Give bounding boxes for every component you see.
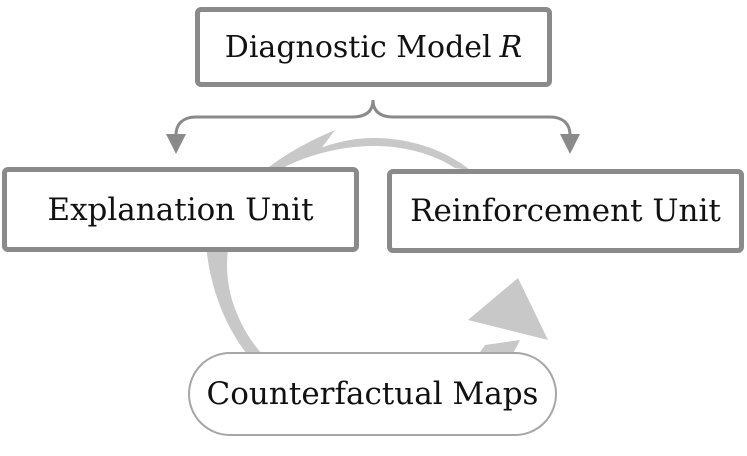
reinforcement-unit-node: Reinforcement Unit bbox=[387, 169, 744, 253]
explanation-unit-label: Explanation Unit bbox=[47, 191, 314, 228]
brace-left-arrowhead bbox=[166, 134, 186, 154]
diagnostic-model-symbol: R bbox=[499, 29, 523, 65]
reinforcement-unit-label: Reinforcement Unit bbox=[410, 193, 721, 229]
diagnostic-model-node: Diagnostic Model R bbox=[195, 7, 552, 87]
brace-right-line bbox=[371, 99, 572, 136]
cycle-arrow bbox=[205, 130, 548, 425]
counterfactual-maps-label: Counterfactual Maps bbox=[206, 376, 539, 412]
diagnostic-model-label: Diagnostic Model bbox=[224, 29, 492, 65]
explanation-unit-node: Explanation Unit bbox=[2, 167, 359, 252]
brace-left-line bbox=[174, 99, 375, 136]
brace-connector bbox=[174, 99, 572, 136]
cycle-arrowhead bbox=[468, 278, 548, 340]
cycle-arrow-ring bbox=[283, 138, 470, 170]
counterfactual-maps-node: Counterfactual Maps bbox=[188, 352, 557, 436]
brace-right-arrowhead bbox=[560, 134, 580, 154]
